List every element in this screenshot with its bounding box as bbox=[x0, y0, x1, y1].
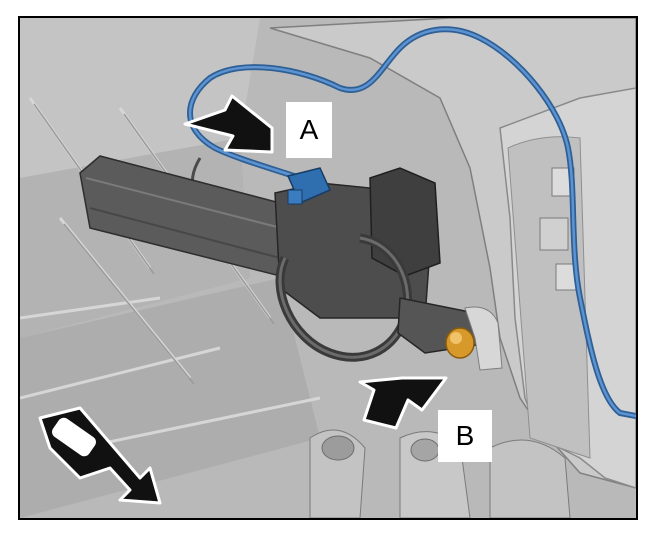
vehicle-front-direction-icon bbox=[38, 406, 162, 505]
wire-clip-middle bbox=[539, 217, 569, 251]
wire-harness-highlight bbox=[188, 28, 636, 418]
housing-front-face bbox=[507, 136, 591, 459]
sensor-module-box bbox=[369, 167, 441, 277]
lower-bracket-right bbox=[489, 439, 571, 518]
arrow-a bbox=[183, 94, 274, 154]
arrow-b bbox=[358, 376, 448, 430]
bolt-highlight bbox=[450, 332, 462, 344]
pivot-bracket bbox=[464, 306, 503, 371]
bracket-hole-left bbox=[321, 435, 355, 461]
illustration bbox=[20, 18, 636, 518]
wire-connector-latch bbox=[287, 189, 303, 205]
bolt bbox=[445, 327, 475, 359]
bracket-hole-middle bbox=[410, 438, 440, 462]
figure-frame: A B bbox=[18, 16, 638, 520]
mounting-ring-highlight bbox=[278, 236, 410, 359]
callout-label-b: B bbox=[438, 410, 492, 462]
callout-label-a: A bbox=[286, 102, 332, 158]
